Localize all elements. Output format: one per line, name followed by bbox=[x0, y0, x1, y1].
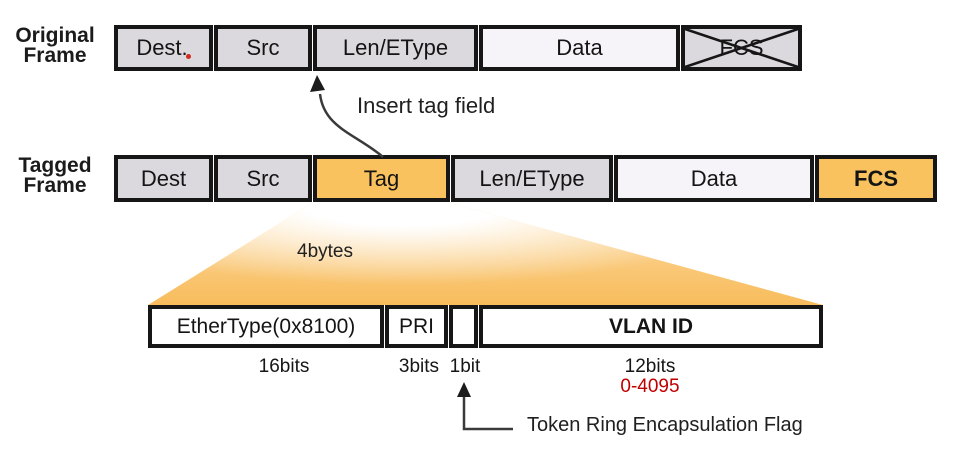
red-dot-marker bbox=[185, 53, 191, 59]
insert-tag-annotation: Insert tag field bbox=[357, 93, 496, 118]
tagged-field-data-label: Data bbox=[690, 165, 738, 191]
bits-label-ethertype: 16bits bbox=[258, 356, 310, 377]
vlanid-range-label: 0-4095 bbox=[620, 376, 680, 397]
tagged-frame-label-line2: Frame bbox=[23, 174, 87, 197]
original-field-dest: Dest. bbox=[114, 25, 213, 71]
detail-field-ethertype-label: EtherType(0x8100) bbox=[176, 314, 356, 338]
tag-size-label: 4bytes bbox=[297, 241, 353, 262]
original-frame-label-line2: Frame bbox=[23, 44, 87, 67]
original-field-dest-label: Dest. bbox=[136, 35, 188, 60]
tagged-field-tag-label: Tag bbox=[363, 165, 400, 191]
tagged-field-lenetype-label: Len/EType bbox=[479, 165, 585, 191]
tagged-field-dest-label: Dest bbox=[140, 165, 187, 191]
flag-pointer-arrowhead-icon bbox=[457, 382, 471, 397]
tagged-field-src: Src bbox=[214, 155, 312, 202]
flag-pointer-arrow bbox=[462, 389, 513, 431]
detail-field-pri-label: PRI bbox=[398, 314, 434, 338]
detail-field-flagbit bbox=[449, 305, 478, 348]
tagged-field-data: Data bbox=[614, 155, 814, 202]
tagged-frame-label-line1: Tagged bbox=[18, 154, 92, 177]
original-frame-label: Original Frame bbox=[2, 24, 108, 67]
detail-field-ethertype: EtherType(0x8100) bbox=[148, 305, 384, 348]
tagged-frame-label: Tagged Frame bbox=[2, 154, 108, 197]
tagged-field-src-label: Src bbox=[246, 165, 280, 191]
original-field-src: Src bbox=[214, 25, 312, 71]
insert-tag-arrowhead-icon bbox=[310, 75, 325, 92]
bits-label-flagbit: 1bit bbox=[449, 356, 481, 377]
detail-field-pri: PRI bbox=[385, 305, 448, 348]
original-field-src-label: Src bbox=[246, 35, 280, 60]
tag-expansion-funnel bbox=[148, 203, 823, 305]
original-field-data: Data bbox=[479, 25, 680, 71]
original-field-lenetype-label: Len/EType bbox=[342, 35, 449, 60]
bits-label-vlanid: 12bits bbox=[624, 356, 676, 377]
detail-field-vlanid: VLAN ID bbox=[479, 305, 823, 348]
token-ring-flag-annotation: Token Ring Encapsulation Flag bbox=[527, 414, 803, 436]
detail-field-vlanid-label: VLAN ID bbox=[609, 314, 693, 338]
fcs-strikethrough-icon bbox=[685, 29, 798, 67]
tagged-field-fcs-label: FCS bbox=[854, 165, 898, 191]
original-field-fcs: FCS bbox=[681, 25, 802, 71]
tagged-field-lenetype: Len/EType bbox=[451, 155, 613, 202]
tagged-field-dest: Dest bbox=[114, 155, 213, 202]
original-field-lenetype: Len/EType bbox=[313, 25, 478, 71]
original-field-data-label: Data bbox=[556, 35, 603, 60]
tagged-field-tag: Tag bbox=[313, 155, 450, 202]
bits-label-pri: 3bits bbox=[398, 356, 440, 377]
tagged-field-fcs: FCS bbox=[815, 155, 937, 202]
original-frame-label-line1: Original bbox=[15, 24, 95, 47]
